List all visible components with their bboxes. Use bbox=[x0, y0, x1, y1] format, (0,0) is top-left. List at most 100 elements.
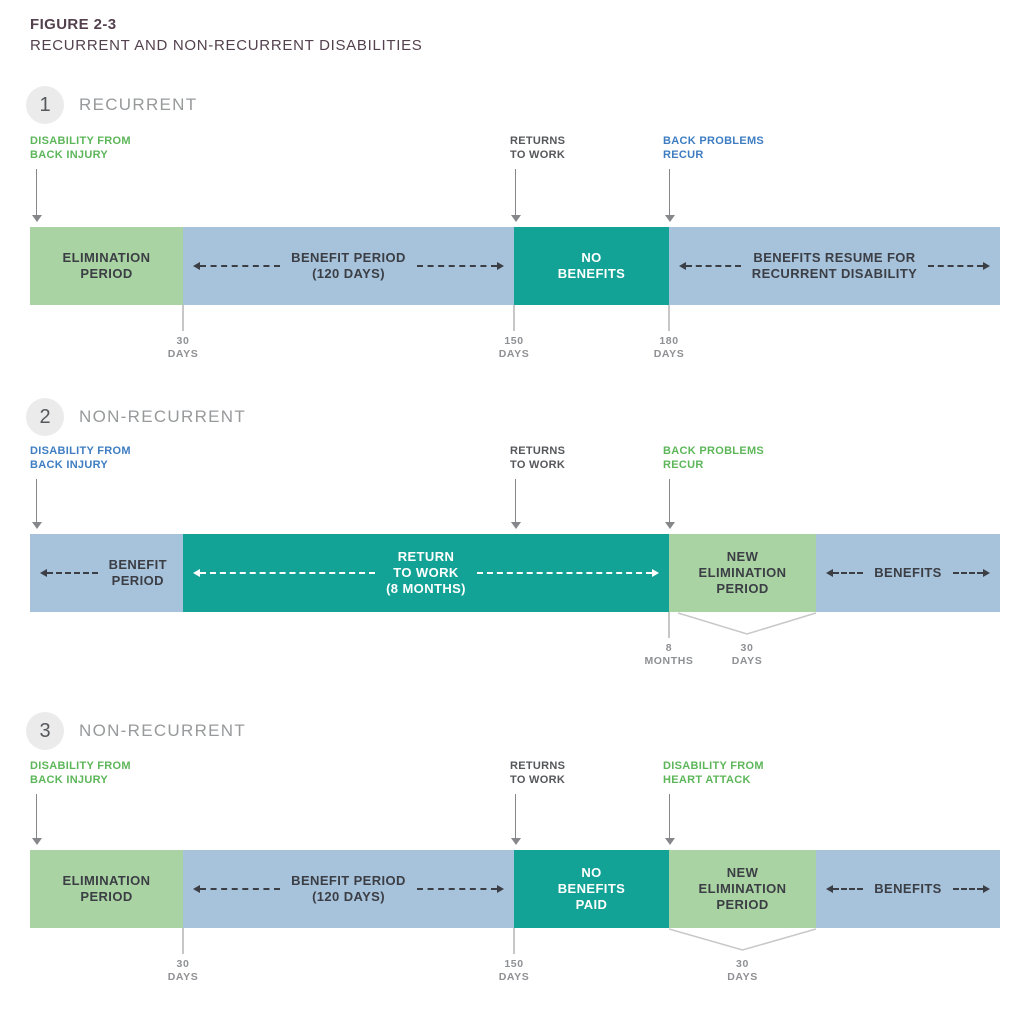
dashed-arrow-right-icon bbox=[952, 885, 991, 893]
arrow-head bbox=[510, 522, 521, 529]
segment-label-line: PERIOD bbox=[716, 581, 769, 596]
arrow-tip bbox=[983, 885, 991, 893]
segment-label-line: PAID bbox=[575, 897, 608, 912]
arrow-line bbox=[668, 169, 671, 215]
annotation-line: TO WORK bbox=[510, 458, 566, 471]
tick-label-line: DAYS bbox=[167, 348, 199, 360]
segment-label-line: BENEFITS RESUME FOR bbox=[753, 250, 916, 265]
tick-label-line: DAYS bbox=[653, 348, 685, 360]
bar-segment: BENEFIT PERIOD(120 DAYS) bbox=[183, 850, 514, 928]
bar-segment: BENEFIT PERIOD(120 DAYS) bbox=[183, 227, 514, 305]
segment-label: BENEFIT PERIOD(120 DAYS) bbox=[291, 873, 406, 905]
arrow-tip bbox=[652, 569, 659, 577]
segment-label-line: NO bbox=[581, 250, 602, 265]
annotation-line: RETURNS bbox=[510, 135, 566, 147]
arrow-line bbox=[35, 169, 38, 215]
arrow-line bbox=[35, 479, 38, 522]
dash-line bbox=[833, 888, 864, 890]
dash-line bbox=[200, 572, 376, 574]
bar-segment: BENEFITS bbox=[816, 850, 1000, 928]
segment-label-line: RECURRENT DISABILITY bbox=[751, 266, 918, 281]
dashed-arrow-left-icon bbox=[193, 262, 281, 270]
dash-line bbox=[928, 265, 984, 267]
dashed-arrow-left-icon bbox=[193, 569, 376, 577]
annotation-line: DISABILITY FROM bbox=[30, 445, 131, 457]
arrow-tip bbox=[497, 262, 505, 270]
segment-label-line: NEW bbox=[726, 865, 759, 880]
tick-line bbox=[182, 305, 184, 331]
arrow-tip bbox=[193, 885, 200, 893]
dashed-arrow-right-icon bbox=[928, 262, 991, 270]
segment-label-line: PERIOD bbox=[111, 573, 164, 588]
dash-line bbox=[200, 888, 281, 890]
figure-label: FIGURE 2-3 bbox=[30, 16, 117, 33]
arrow-tip bbox=[983, 262, 991, 270]
dashed-arrow-right-icon bbox=[416, 885, 505, 893]
arrow-head bbox=[664, 838, 675, 845]
arrow-head bbox=[31, 522, 42, 529]
annotation-line: RECUR bbox=[663, 148, 704, 161]
annotation-line: DISABILITY FROM bbox=[30, 760, 131, 772]
segment-label-line: TO WORK bbox=[393, 565, 459, 580]
dash-line bbox=[952, 888, 984, 890]
annotation-line: BACK INJURY bbox=[30, 148, 109, 161]
segment-label-line: (8 MONTHS) bbox=[386, 581, 466, 596]
segment-label-line: (120 DAYS) bbox=[312, 266, 385, 281]
section-number-badge: 3 bbox=[26, 712, 64, 750]
arrow-line bbox=[514, 794, 517, 838]
segment-label-line: BENEFIT PERIOD bbox=[291, 873, 406, 888]
dashed-arrow-right-icon bbox=[952, 569, 991, 577]
dashed-arrow-left-icon bbox=[193, 885, 281, 893]
segment-label-line: BENEFITS bbox=[557, 881, 626, 896]
tick-label-line: 30 bbox=[736, 958, 749, 970]
dashed-arrow-left-icon bbox=[679, 262, 741, 270]
bracket-lines bbox=[668, 928, 817, 953]
segment-label-line: PERIOD bbox=[80, 266, 133, 281]
annotation-line: RETURNS bbox=[510, 760, 566, 772]
segment-label: BENEFITS bbox=[874, 565, 941, 581]
arrow-line bbox=[668, 479, 671, 522]
figure-header: FIGURE 2-3 RECURRENT AND NON-RECURRENT D… bbox=[30, 16, 423, 54]
dashed-arrow-left-icon bbox=[826, 885, 864, 893]
tick-label-line: 180 bbox=[659, 335, 679, 347]
dash-line bbox=[47, 572, 98, 574]
dashed-arrow-left-icon bbox=[40, 569, 98, 577]
segment-label-line: ELIMINATION bbox=[698, 881, 787, 896]
arrow-tip bbox=[679, 262, 686, 270]
tick-line bbox=[668, 612, 670, 638]
annotation-line: DISABILITY FROM bbox=[30, 135, 131, 147]
segment-label-line: ELIMINATION bbox=[698, 565, 787, 580]
arrow-tip bbox=[983, 569, 991, 577]
arrow-tip bbox=[40, 569, 47, 577]
dashed-arrow-right-icon bbox=[416, 262, 505, 270]
dash-line bbox=[952, 572, 984, 574]
dash-line bbox=[416, 265, 498, 267]
tick-label-line: 30 bbox=[176, 335, 190, 347]
down-arrow-icon bbox=[664, 479, 675, 529]
tick-label-line: DAYS bbox=[498, 971, 530, 983]
bracket-lines bbox=[677, 612, 817, 637]
arrow-line bbox=[514, 479, 517, 522]
dash-line bbox=[833, 572, 864, 574]
tick-label-line: DAYS bbox=[731, 655, 763, 667]
